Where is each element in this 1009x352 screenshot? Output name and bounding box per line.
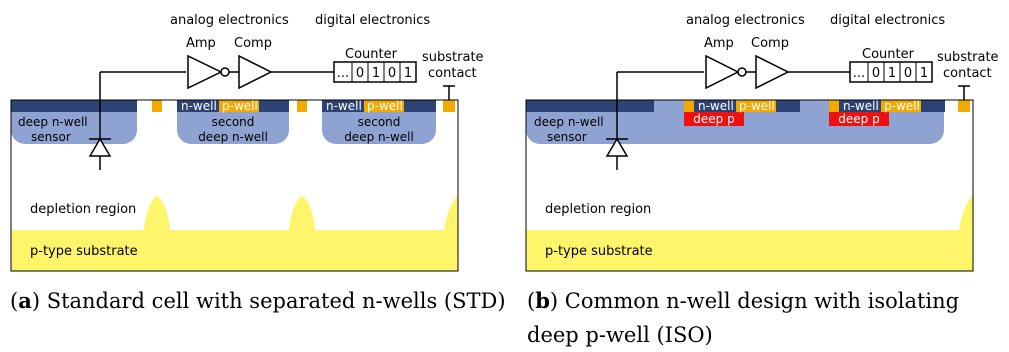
deep-p-label-b2: deep p xyxy=(838,112,879,126)
counter-cell-b3: 0 xyxy=(904,66,912,81)
comp-label-a: Comp xyxy=(234,36,272,51)
counter-cell-b2: 1 xyxy=(888,66,896,81)
diode-a xyxy=(88,71,186,170)
caption-b-line2: deep p-well (ISO) xyxy=(527,323,713,347)
sensor-label-a2: sensor xyxy=(31,130,71,144)
counter-cell-a4: 1 xyxy=(404,66,412,81)
nwell-label-b1: n-well xyxy=(698,99,734,113)
counter-label-b: Counter xyxy=(862,47,915,62)
pwell-label-a2: p-well xyxy=(367,99,403,113)
deep-p-label-b1: deep p xyxy=(693,112,734,126)
nwell-label-a2: n-well xyxy=(326,99,362,113)
counter-label-a: Counter xyxy=(345,47,398,62)
pwell-label-a1: p-well xyxy=(222,99,258,113)
analog-label-b: analog electronics xyxy=(686,13,805,28)
counter-cell-b4: 1 xyxy=(920,66,928,81)
nwell-strip-b2 xyxy=(839,100,881,112)
substrate-contact-label-b2: contact xyxy=(943,66,992,81)
p-contact-b2 xyxy=(829,100,839,112)
p-contact-b1 xyxy=(684,100,694,112)
analog-label-a: analog electronics xyxy=(170,13,289,28)
caption-a: (a) Standard cell with separated n-wells… xyxy=(10,288,506,313)
depletion-label-a: depletion region xyxy=(30,202,136,217)
diode-b xyxy=(605,71,704,170)
sensor-label-b1: deep n-well xyxy=(534,115,604,129)
counter-cell-b0: ... xyxy=(853,66,865,81)
pwell-strip-b2 xyxy=(881,100,921,112)
substrate-contact-symbol-a xyxy=(443,85,455,100)
depletion-label-b: depletion region xyxy=(545,202,651,217)
amp-bubble-a xyxy=(220,67,230,77)
substrate-contact-symbol-b xyxy=(958,85,970,100)
comp-triangle-b xyxy=(755,54,790,90)
counter-cell-a1: 0 xyxy=(356,66,364,81)
second-label-a2: second xyxy=(358,115,401,129)
counter-cell-b1: 0 xyxy=(872,66,880,81)
sensor-label-b2: sensor xyxy=(547,130,587,144)
caption-a-text: Standard cell with separated n-wells (ST… xyxy=(46,289,506,313)
p-contact-a2 xyxy=(297,100,307,112)
panel-b-border xyxy=(525,99,974,272)
amp-label-a: Amp xyxy=(186,36,216,51)
counter-b: ... 0 1 0 1 xyxy=(849,61,933,83)
panel-a-border xyxy=(10,99,459,272)
p-contact-a3 xyxy=(443,100,455,112)
sensor-label-a1: deep n-well xyxy=(18,115,88,129)
substrate-contact-label-b1: substrate xyxy=(937,50,999,65)
comp-label-b: Comp xyxy=(751,36,789,51)
caption-b: (b) Common n-well design with isolating … xyxy=(527,284,987,352)
second-label-a1: second xyxy=(212,115,255,129)
pwell-label-b2: p-well xyxy=(884,99,920,113)
panel-b: n-well p-well n-well p-well deep p deep … xyxy=(525,13,999,272)
substrate-contact-label-a2: contact xyxy=(428,66,477,81)
nwell-label-b2: n-well xyxy=(843,99,879,113)
caption-b-letter: b xyxy=(535,288,550,313)
deep-p-b2 xyxy=(829,112,889,126)
nwell-strip-a1 xyxy=(177,100,219,112)
amp-bubble-b xyxy=(737,67,747,77)
caption-a-letter: a xyxy=(18,288,32,313)
second-sub-a2: deep n-well xyxy=(344,130,414,144)
caption-b-line1: (b) Common n-well design with isolating xyxy=(527,288,960,313)
counter-cell-a0: ... xyxy=(337,66,349,81)
pwell-strip-a1 xyxy=(219,100,259,112)
amp-label-b: Amp xyxy=(704,36,734,51)
panel-a: n-well p-well n-well p-well deep n-well … xyxy=(10,13,484,272)
pwell-strip-a2 xyxy=(364,100,404,112)
amp-triangle-a xyxy=(187,54,223,90)
sensor-nwell-strip-b xyxy=(526,100,654,112)
counter-cell-a3: 0 xyxy=(388,66,396,81)
amp-triangle-b xyxy=(705,54,740,90)
nwell-strip-a2 xyxy=(322,100,364,112)
caption-b-text1: Common n-well design with isolating xyxy=(564,289,960,313)
nwell-label-a1: n-well xyxy=(181,99,217,113)
deep-p-b1 xyxy=(684,112,744,126)
counter-cell-a2: 1 xyxy=(372,66,380,81)
substrate-label-b: p-type substrate xyxy=(545,244,653,259)
second-sub-a1: deep n-well xyxy=(198,130,268,144)
p-contact-a1 xyxy=(152,100,162,112)
digital-label-b: digital electronics xyxy=(830,13,945,28)
sensor-nwell-strip-a xyxy=(11,100,137,112)
counter-a: ... 0 1 0 1 xyxy=(333,61,417,83)
pwell-strip-b1 xyxy=(736,100,776,112)
nwell-strip-b1 xyxy=(694,100,736,112)
comp-triangle-a xyxy=(238,54,273,90)
p-contact-b3 xyxy=(958,100,970,112)
digital-label-a: digital electronics xyxy=(315,13,430,28)
substrate-contact-label-a1: substrate xyxy=(422,50,484,65)
substrate-label-a: p-type substrate xyxy=(30,244,138,259)
pwell-label-b1: p-well xyxy=(739,99,775,113)
